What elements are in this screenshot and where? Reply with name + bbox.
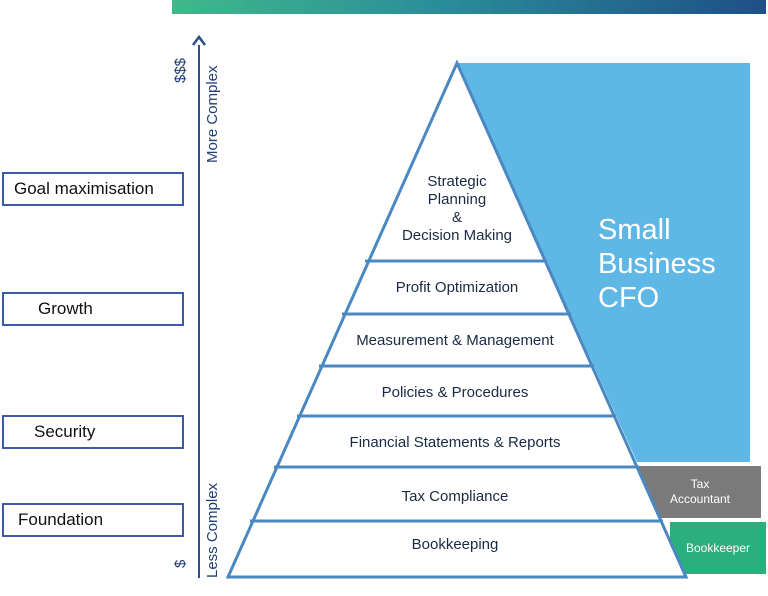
label-foundation: Foundation: [2, 503, 184, 537]
label-goal-maximisation: Goal maximisation: [2, 172, 184, 206]
level-financial-statements: Financial Statements & Reports: [349, 434, 561, 451]
axis-arrowhead-icon: [192, 34, 206, 46]
level-measurement-management: Measurement & Management: [356, 332, 554, 349]
top-accent-bar: [172, 0, 766, 14]
level-policies-procedures: Policies & Procedures: [381, 384, 529, 401]
axis-bottom-symbol: $: [172, 559, 189, 568]
axis-top-label: More Complex: [204, 65, 221, 163]
pyramid-outline: [225, 59, 689, 579]
label-growth: Growth: [2, 292, 184, 326]
cfo-label: Small Business CFO: [598, 214, 716, 314]
axis-top-symbol: $$$: [172, 57, 189, 83]
bookkeeper-box: [670, 522, 766, 574]
bookkeeper-label: Bookkeeper: [685, 540, 751, 555]
label-security: Security: [2, 415, 184, 449]
level-tax-compliance: Tax Compliance: [401, 488, 509, 505]
level-bookkeeping: Bookkeeping: [411, 536, 499, 553]
axis-bottom-label: Less Complex: [204, 482, 221, 578]
tax-accountant-label: Tax Accountant: [669, 477, 731, 506]
level-strategic-planning: Strategic Planning & Decision Making: [401, 173, 513, 244]
level-profit-optimization: Profit Optimization: [395, 279, 519, 296]
tax-accountant-box: [639, 466, 761, 518]
cfo-region: [457, 63, 750, 462]
